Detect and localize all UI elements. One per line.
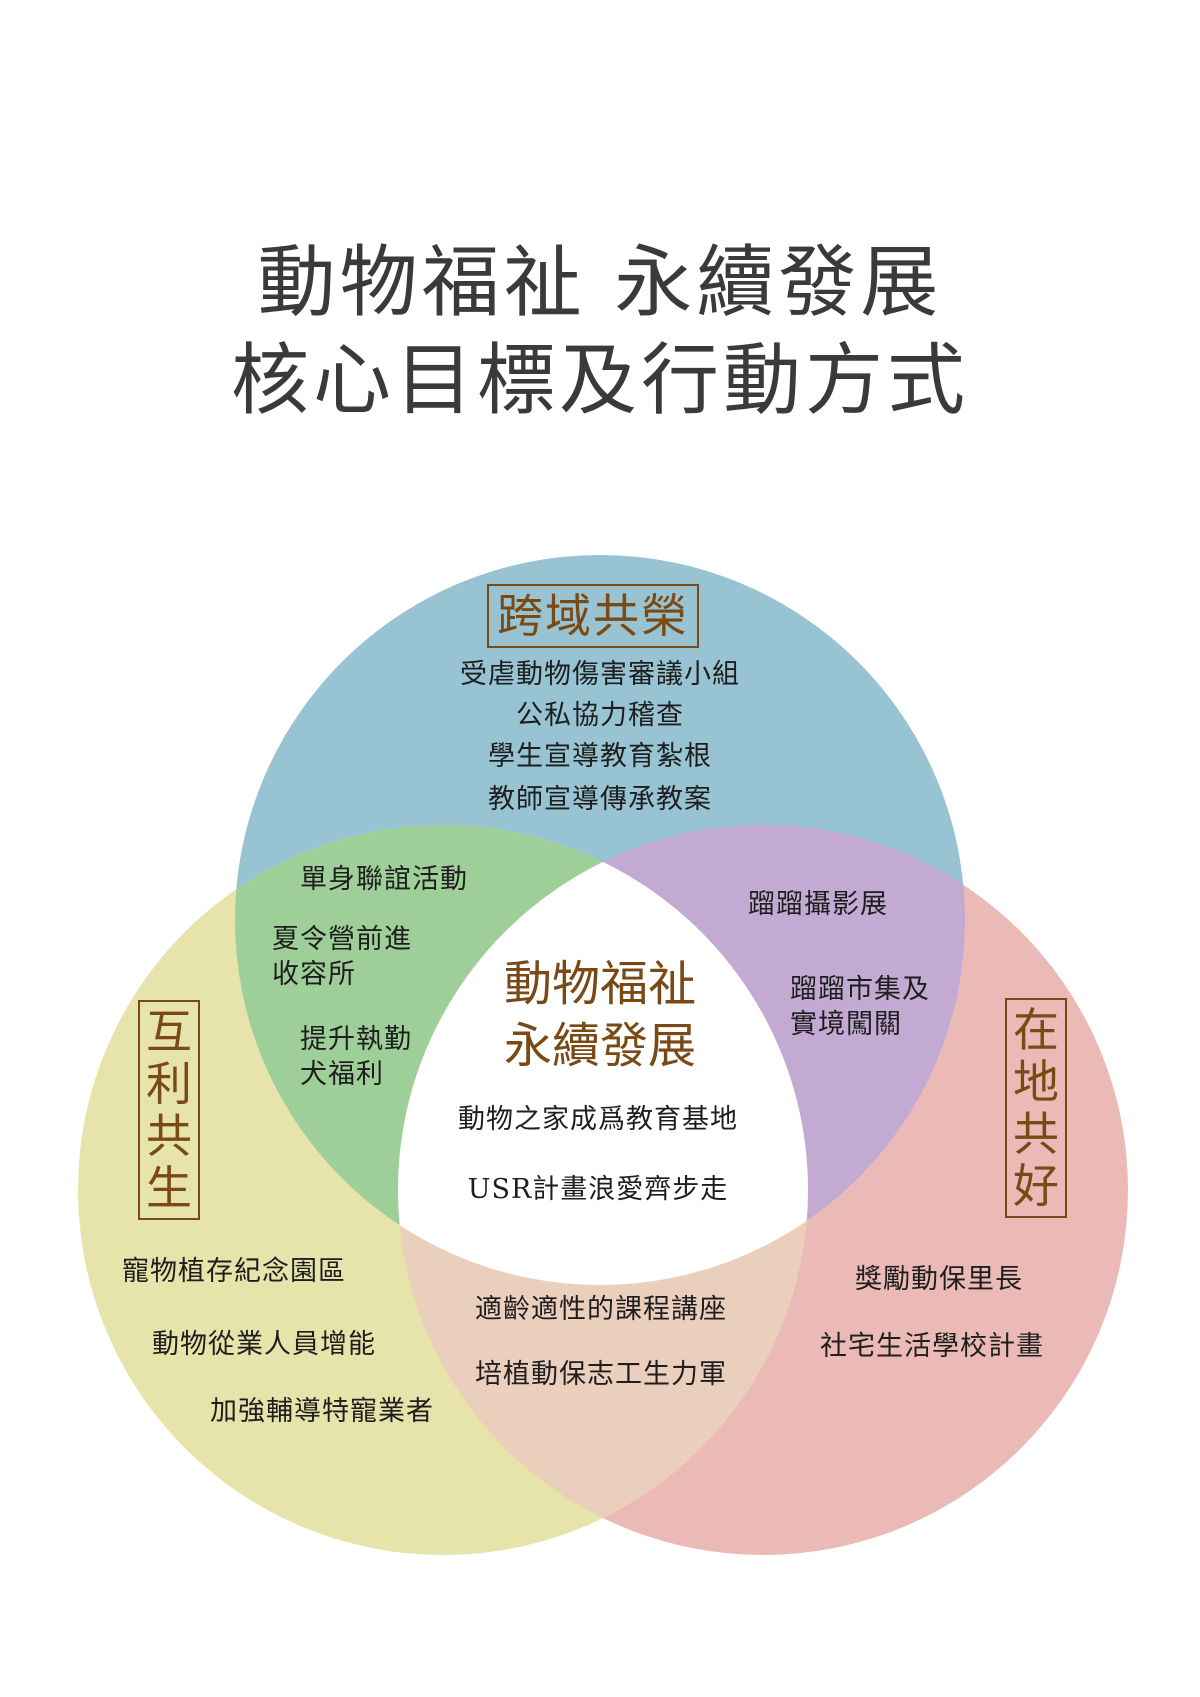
top-left-item: 犬福利 [300, 1059, 384, 1090]
top-left-item: 夏令營前進 [272, 924, 412, 955]
left-right-item: 適齡適性的課程講座 [475, 1294, 727, 1325]
top-right-item: 實境闖關 [790, 1009, 902, 1040]
center-title-1: 動物福祉 [503, 956, 696, 1012]
title-line-1: 動物福祉 永續發展 [257, 238, 943, 328]
left-item: 寵物植存紀念園區 [122, 1256, 346, 1287]
top-right-item: 蹓蹓市集及 [790, 974, 930, 1005]
left-item: 動物從業人員增能 [152, 1329, 376, 1360]
overlap-center [398, 825, 808, 1285]
top-left-item: 收容所 [272, 959, 356, 990]
top-left-item: 單身聯誼活動 [300, 864, 468, 895]
top-right-item: 蹓蹓攝影展 [748, 889, 888, 920]
top-item: 受虐動物傷害審議小組 [460, 659, 740, 690]
label-left: 互利共生 [138, 1000, 200, 1220]
top-item: 教師宣導傳承教案 [488, 784, 712, 815]
left-right-item: 培植動保志工生力軍 [475, 1359, 727, 1390]
center-item: 動物之家成爲教育基地 [458, 1104, 738, 1135]
left-item: 加強輔導特寵業者 [210, 1396, 434, 1427]
top-item: 學生宣導教育紮根 [488, 741, 712, 772]
top-left-item: 提升執勤 [300, 1024, 412, 1055]
top-item: 公私協力稽查 [516, 700, 684, 731]
right-item: 社宅生活學校計畫 [820, 1331, 1044, 1362]
center-item: USR計畫浪愛齊步走 [467, 1174, 729, 1205]
title-line-2: 核心目標及行動方式 [230, 336, 969, 426]
right-item: 獎勵動保里長 [855, 1264, 1023, 1295]
label-right: 在地共好 [1005, 998, 1067, 1218]
center-title-2: 永續發展 [503, 1018, 696, 1074]
label-top: 跨域共榮 [487, 584, 699, 648]
